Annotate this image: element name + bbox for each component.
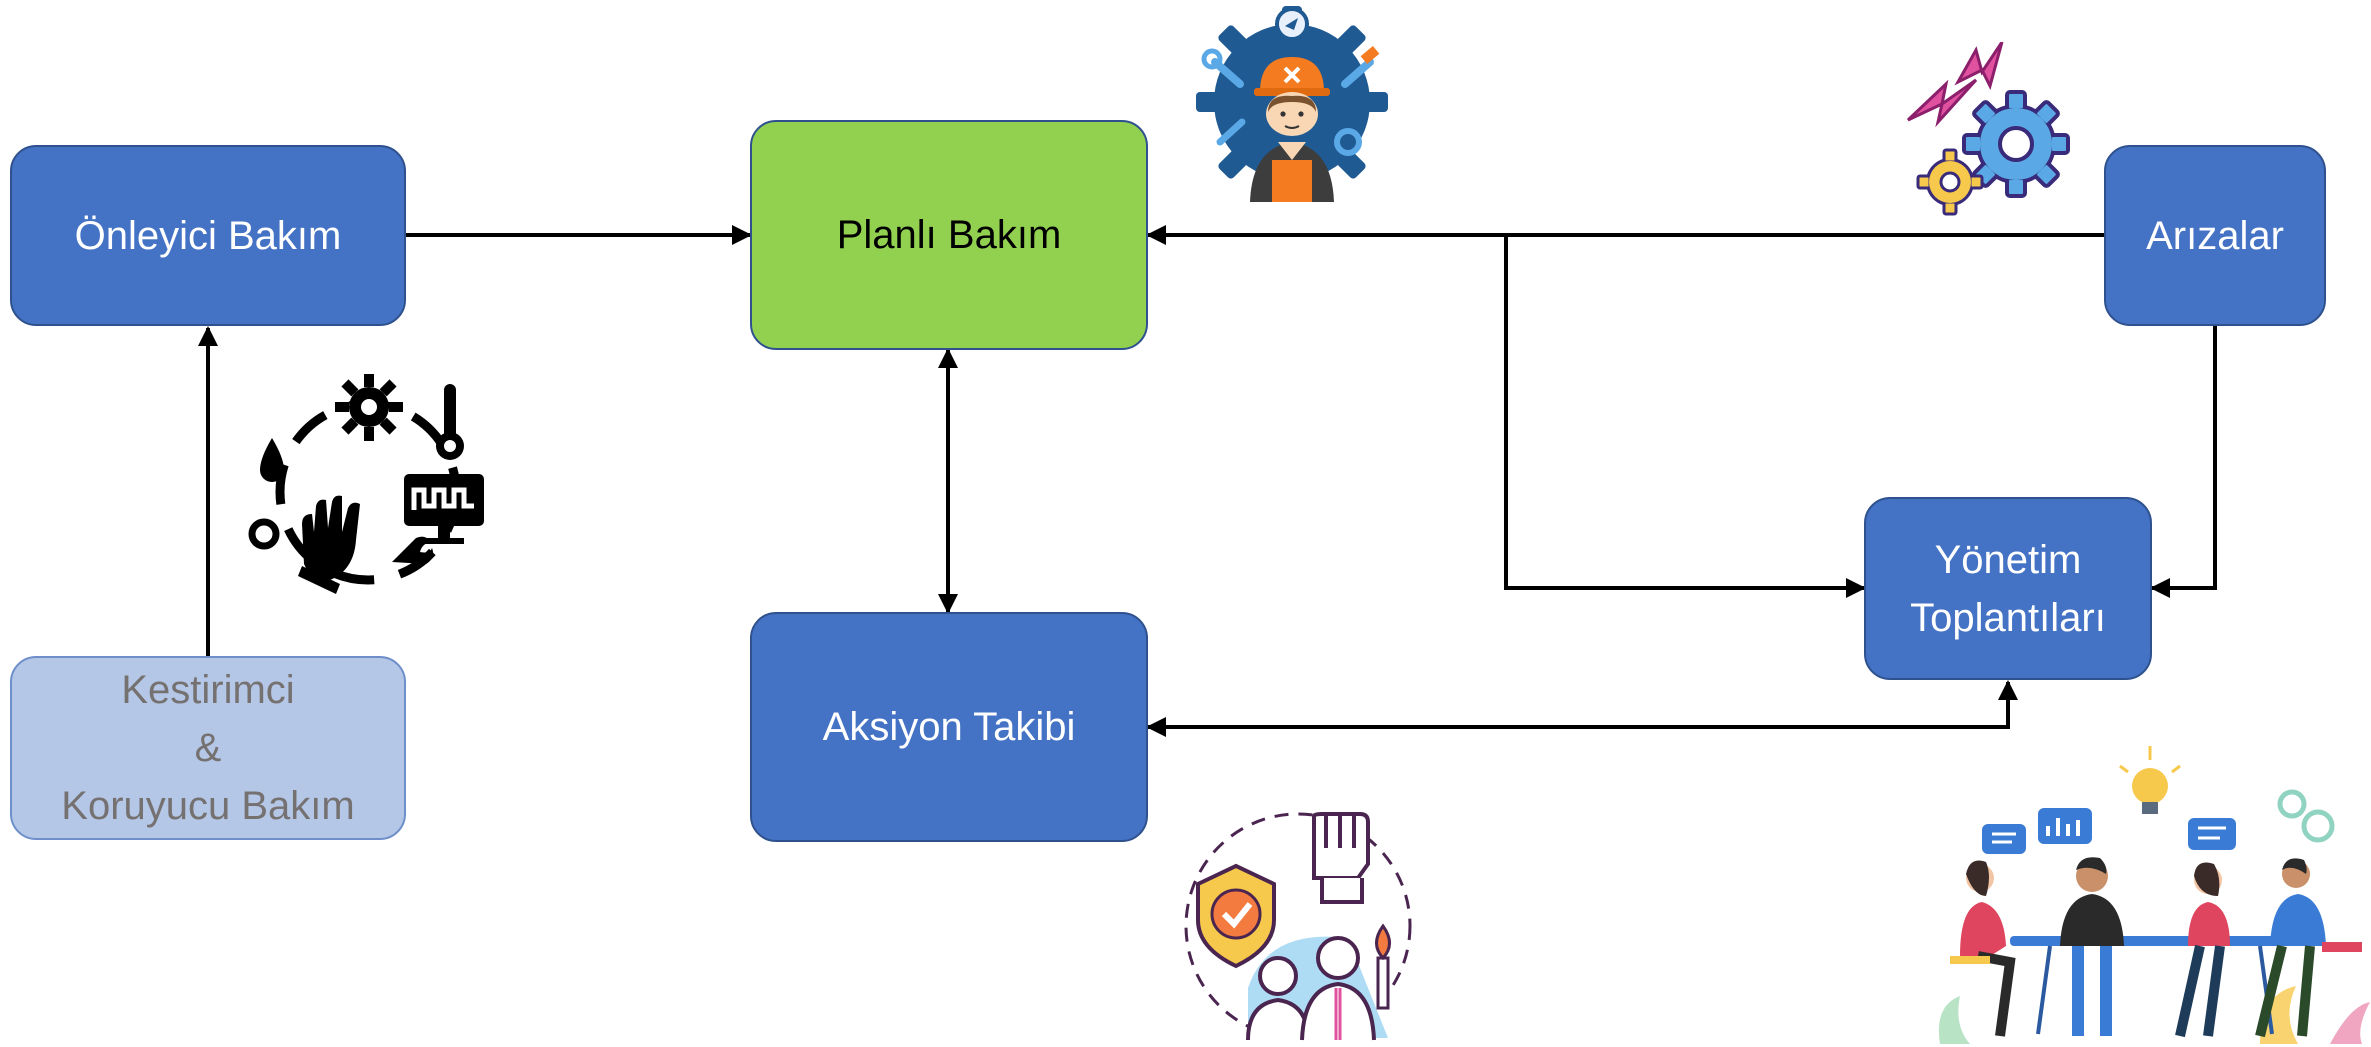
node-planli-label: Planlı Bakım <box>836 213 1062 257</box>
node-arizalar-label: Arızalar <box>2146 213 2284 258</box>
arrow-aksiyon-yonetim <box>1146 680 2018 737</box>
node-onleyici-bakim: Önleyici Bakım <box>10 145 406 326</box>
team-quality-icon <box>1184 812 1412 1041</box>
gears-lightning-icon <box>1906 42 2070 216</box>
node-planli-bakim: Planlı Bakım <box>750 120 1148 350</box>
arrow-arizalar-to-yonetim <box>2150 326 2217 598</box>
node-yonetim-label: Yönetim Toplantıları <box>1910 537 2106 640</box>
team-meeting-icon <box>1938 746 2370 1044</box>
technician-gear-icon <box>1196 6 1388 202</box>
node-kestirimci-label: Kestirimci & Koruyucu Bakım <box>61 668 355 828</box>
node-aksiyon-takibi: Aksiyon Takibi <box>750 612 1148 842</box>
node-yonetim-toplantilari: Yönetim Toplantıları <box>1864 497 2152 680</box>
node-kestirimci: Kestirimci & Koruyucu Bakım <box>10 656 406 840</box>
node-aksiyon-label: Aksiyon Takibi <box>822 705 1076 749</box>
node-onleyici-label: Önleyici Bakım <box>74 213 342 258</box>
arrow-branch-to-yonetim <box>1504 235 1866 598</box>
node-arizalar: Arızalar <box>2104 145 2326 326</box>
monitoring-cycle-icon <box>248 374 484 594</box>
